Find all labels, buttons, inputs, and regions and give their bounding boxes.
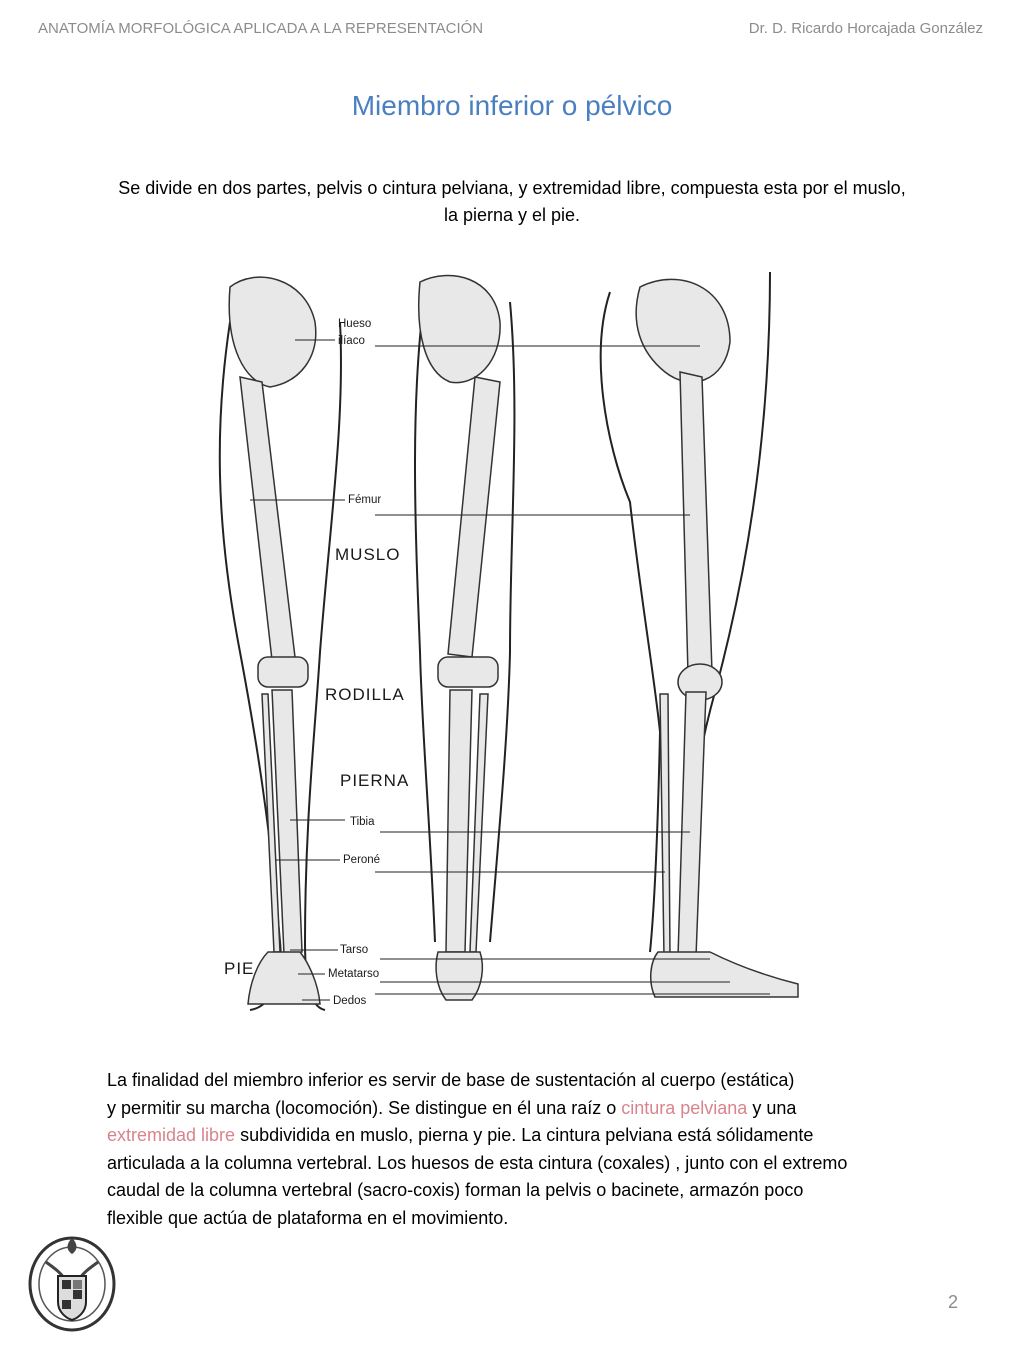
foot-back xyxy=(435,951,484,1001)
body-line-2-end: y una xyxy=(747,1097,797,1118)
university-seal-logo xyxy=(26,1232,118,1334)
fibula-side xyxy=(659,693,671,958)
leg-back-outline xyxy=(414,291,516,943)
label-tibia: Tibia xyxy=(350,816,375,828)
label-dedos: Dedos xyxy=(333,995,366,1007)
body-line-4: articulada a la columna vertebral. Los h… xyxy=(107,1152,848,1173)
foot-side xyxy=(650,951,799,998)
tibia-side xyxy=(677,691,707,958)
term-cintura-pelviana: cintura pelviana xyxy=(621,1097,748,1118)
label-femur: Fémur xyxy=(348,494,381,506)
label-hueso: Hueso xyxy=(338,318,371,330)
label-rodilla: RODILLA xyxy=(325,685,405,704)
pelvis-front xyxy=(228,276,317,388)
body-line-3: extremidad libre subdividida en muslo, p… xyxy=(107,1122,977,1150)
body-line-3-end: subdividida en muslo, pierna y pie. La c… xyxy=(235,1125,814,1145)
pelvis-side xyxy=(635,278,731,383)
body-line-6: flexible que actúa de plataforma en el m… xyxy=(107,1207,509,1228)
page-title: Miembro inferior o pélvico xyxy=(351,90,673,121)
knee-front xyxy=(257,656,309,688)
label-tarso: Tarso xyxy=(340,944,368,956)
tibia-back xyxy=(445,689,473,953)
femur-front xyxy=(239,376,296,661)
header-course-title: ANATOMÍA MORFOLÓGICA APLICADA A LA REPRE… xyxy=(38,20,484,37)
intro-paragraph: Se divide en dos partes, pelvis o cintur… xyxy=(118,178,906,225)
tibia-front xyxy=(271,689,303,955)
label-muslo: MUSLO xyxy=(335,545,400,564)
fibula-back xyxy=(469,693,489,953)
label-metatarso: Metatarso xyxy=(328,968,379,980)
femur-side xyxy=(679,371,713,675)
label-iliaco: ilíaco xyxy=(338,335,365,347)
femur-back xyxy=(447,376,501,658)
pelvis-back xyxy=(418,274,501,384)
knee-back xyxy=(437,656,499,688)
body-line-2-start: y permitir su marcha (locomoción). Se di… xyxy=(107,1097,622,1118)
body-line-2: y permitir su marcha (locomoción). Se di… xyxy=(107,1095,977,1123)
body-line-5: caudal de la columna vertebral (sacro-co… xyxy=(107,1180,804,1200)
body-paragraph: La finalidad del miembro inferior es ser… xyxy=(107,1067,977,1232)
label-pie: PIE xyxy=(224,959,254,978)
label-pierna: PIERNA xyxy=(340,771,409,790)
leg-anatomy-illustration: Hueso ilíaco Fémur MUSLO RODILLA PIERNA … xyxy=(210,262,820,1022)
label-perone: Peroné xyxy=(343,854,380,866)
body-line-1: La finalidad del miembro inferior es ser… xyxy=(107,1070,795,1090)
foot-front xyxy=(247,951,321,1005)
header-author: Dr. D. Ricardo Horcajada González xyxy=(748,20,983,37)
term-extremidad-libre: extremidad libre xyxy=(107,1125,236,1145)
page-number: 2 xyxy=(947,1292,958,1312)
